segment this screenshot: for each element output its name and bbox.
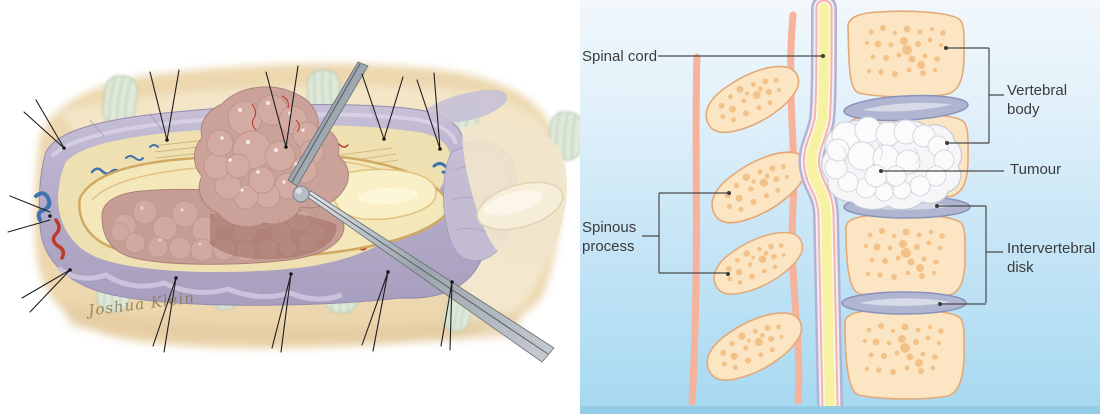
surgical-illustration <box>7 61 580 363</box>
spinal-cord <box>798 0 843 414</box>
bottom-strip <box>580 406 1100 414</box>
vertebral-body-4 <box>844 308 965 400</box>
tumour-surface-vessels <box>251 95 300 133</box>
label-intervertebral-disk: Intervertebral disk <box>1007 240 1096 276</box>
leader-intervertebral-disk <box>937 205 1003 305</box>
leader-vertebral-body <box>946 47 1004 144</box>
label-vertebral-body: Vertebral body <box>1007 82 1068 118</box>
label-tumour: Tumour <box>1010 161 1062 178</box>
anatomy-diagram <box>580 0 1100 414</box>
leader-spinous-process <box>642 192 728 274</box>
dural-retraction-sutures <box>7 65 454 353</box>
disk-3 <box>841 291 967 315</box>
surgical-instruments <box>287 61 555 363</box>
leader-lines <box>642 46 1004 306</box>
label-spinal-cord: Spinal cord <box>582 48 658 65</box>
anatomy-diagram-panel: Spinal cord Vertebral body Tumour Spinou… <box>580 0 1100 414</box>
tumour-mass <box>821 116 963 211</box>
surgical-illustration-panel: Joshua Klein <box>7 61 580 363</box>
label-spinous-process: Spinous process <box>582 219 637 255</box>
facet-bone <box>462 122 567 265</box>
leader-dots <box>726 46 949 306</box>
suction-tip <box>292 185 310 203</box>
